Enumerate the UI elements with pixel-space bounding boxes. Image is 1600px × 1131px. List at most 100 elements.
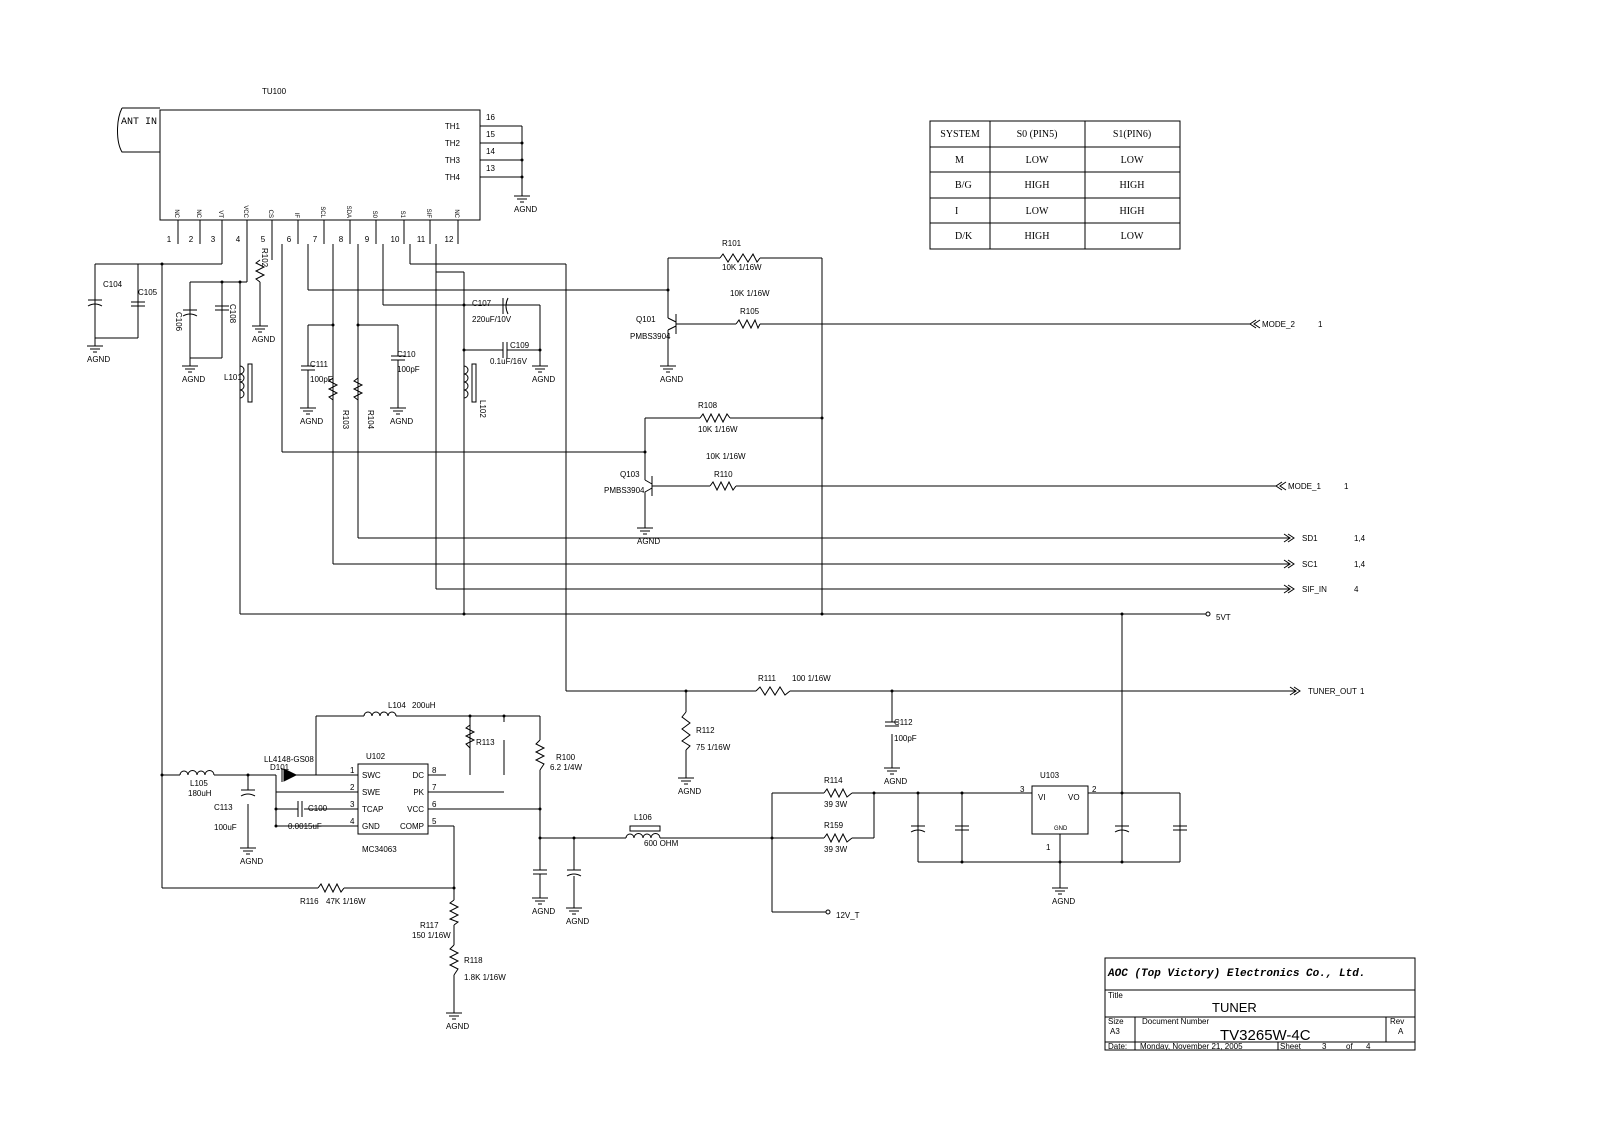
- q101-part: PMBS3904: [630, 332, 671, 341]
- u102-pin-name: SWE: [362, 788, 380, 797]
- of-label: of: [1346, 1042, 1353, 1051]
- port-sheet-ref: 1,4: [1354, 560, 1366, 569]
- r159-value: 39 3W: [824, 845, 848, 854]
- r113-label: R113: [476, 738, 495, 747]
- table-cell: LOW: [1026, 155, 1049, 166]
- r116-value: 47K 1/16W: [326, 897, 366, 906]
- q103-label: Q103: [620, 470, 640, 479]
- r116-label: R116: [300, 897, 319, 906]
- port-label: 5VT: [1216, 613, 1231, 622]
- r100-value: 6.2 1/4W: [550, 763, 582, 772]
- u102-pin-number: 8: [432, 766, 437, 775]
- c107-value: 220uF/10V: [472, 315, 512, 324]
- table-cell: HIGH: [1120, 180, 1145, 191]
- wiring: [94, 244, 1296, 1005]
- u102-pin-number: 6: [432, 800, 437, 809]
- r105-value: 10K 1/16W: [730, 289, 770, 298]
- r101-label: R101: [722, 239, 742, 248]
- r113-symbol: [464, 724, 476, 749]
- tuner-pin-number: 3: [211, 235, 216, 244]
- r105-label: R105: [740, 307, 760, 316]
- l102-core: [471, 363, 477, 403]
- port-label: MODE_1: [1288, 482, 1321, 491]
- l101-symbol: [239, 365, 245, 399]
- tuner-pin-name: SDA: [345, 206, 351, 218]
- u102-pin-name: TCAP: [362, 805, 383, 814]
- r118-symbol: [448, 944, 460, 976]
- r116-symbol: [317, 882, 345, 894]
- rev-value: A: [1398, 1027, 1404, 1036]
- l105-label: L105: [190, 779, 208, 788]
- u103-pin3: 3: [1020, 785, 1025, 794]
- q103-part: PMBS3904: [604, 486, 645, 495]
- tuner-pin-name: TH4: [445, 173, 461, 182]
- agnd-label: AGND: [390, 417, 413, 426]
- tuner-pin-number: 9: [365, 235, 370, 244]
- tuner-pin-name: SIF: [425, 209, 431, 219]
- agnd-label: AGND: [678, 787, 701, 796]
- docnum-label: Document Number: [1142, 1017, 1209, 1026]
- date-label: Date:: [1108, 1042, 1127, 1051]
- l104-value: 200uH: [412, 701, 436, 710]
- u102-pin-name: PK: [413, 788, 424, 797]
- table-header-cell: S0 (PIN5): [1017, 129, 1058, 140]
- c113-label: C113: [214, 803, 233, 812]
- port-sheet-ref: 1: [1344, 482, 1349, 491]
- agnd-label: AGND: [300, 417, 323, 426]
- u103-ref: U103: [1040, 771, 1060, 780]
- agnd-label: AGND: [182, 375, 205, 384]
- c112-value: 100pF: [894, 734, 917, 743]
- c111-value: 100pF: [310, 375, 333, 384]
- table-cell: I: [955, 206, 958, 217]
- resistors: [254, 252, 853, 976]
- r110-label: R110: [714, 470, 733, 479]
- tuner-pin-number: 11: [417, 235, 426, 244]
- r114-symbol: [823, 787, 853, 799]
- size-value: A3: [1110, 1027, 1120, 1036]
- tuner-ref: TU100: [262, 87, 287, 96]
- r105-symbol: [735, 318, 761, 330]
- l102-symbol: [463, 365, 469, 399]
- c111-label: C111: [310, 360, 328, 369]
- u102-part: MC34063: [362, 845, 397, 854]
- tuner-pin-name: S0: [371, 211, 377, 219]
- r108-label: R108: [698, 401, 718, 410]
- agnd-label: AGND: [532, 907, 555, 916]
- table-cell: B/G: [955, 180, 972, 191]
- table-cell: HIGH: [1025, 180, 1050, 191]
- c109-label: C109: [510, 341, 530, 350]
- r159-symbol: [823, 832, 853, 844]
- agnd-label: AGND: [660, 375, 683, 384]
- r117-value: 150 1/16W: [412, 931, 451, 940]
- q103-symbol: [644, 476, 653, 496]
- agnd-label: AGND: [1052, 897, 1075, 906]
- u102-pin-name: GND: [362, 822, 380, 831]
- r117-symbol: [448, 899, 460, 926]
- tuner-pin-number: 7: [313, 235, 318, 244]
- tuner-pin-name: S1: [399, 211, 405, 219]
- table-header-cell: S1(PIN6): [1113, 129, 1151, 140]
- table-cell: D/K: [955, 231, 973, 242]
- r100-label: R100: [556, 753, 576, 762]
- table-cell: LOW: [1026, 206, 1049, 217]
- size-label: Size: [1108, 1017, 1124, 1026]
- document-number: TV3265W-4C: [1220, 1027, 1311, 1044]
- agnd-label: AGND: [514, 205, 537, 214]
- c104-label: C104: [103, 280, 123, 289]
- port-label: SC1: [1302, 560, 1318, 569]
- r114-value: 39 3W: [824, 800, 848, 809]
- title-block: AOC (Top Victory) Electronics Co., Ltd. …: [1104, 957, 1416, 1051]
- r102-symbol: [254, 259, 266, 283]
- c112-label: C112: [894, 718, 913, 727]
- r117-label: R117: [420, 921, 439, 930]
- r110-value: 10K 1/16W: [706, 452, 746, 461]
- tuner-pin-name: TH2: [445, 139, 461, 148]
- l106-label: L106: [634, 813, 652, 822]
- c110-value: 100pF: [397, 365, 420, 374]
- l105-value: 180uH: [188, 789, 212, 798]
- table-cell: HIGH: [1120, 206, 1145, 217]
- tuner-pin-name: NC: [195, 209, 201, 218]
